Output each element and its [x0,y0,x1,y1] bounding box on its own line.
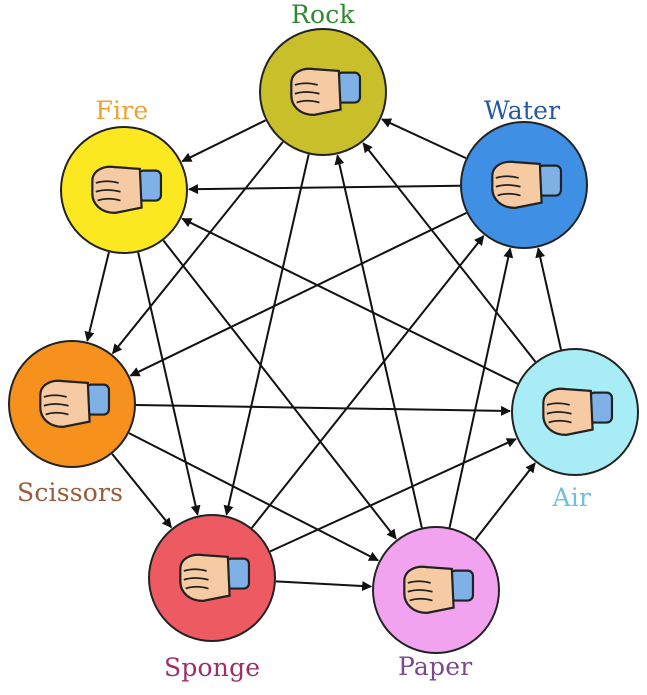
arrow-paper-to-air [474,462,536,541]
arrow-rock-to-fire [181,119,267,163]
node-air [511,348,639,476]
node-paper [372,526,500,654]
arrow-paper-to-rock [334,154,423,528]
arrow-air-to-water [535,247,562,350]
node-label-paper: Paper [398,651,473,681]
node-fire [60,126,188,254]
arrow-sponge-to-paper [275,580,373,592]
node-label-rock: Rock [291,0,355,29]
arrow-fire-to-scissors [84,251,110,342]
edges-layer [84,118,562,592]
node-sponge [148,514,276,642]
node-rock [259,28,387,156]
arrow-fire-to-sponge [137,252,201,516]
arrow-air-to-fire [181,217,519,385]
arrow-air-to-rock [362,142,537,363]
arrow-rock-to-scissors [111,141,284,355]
arrow-scissors-to-sponge [111,453,173,529]
arrow-fire-to-paper [162,239,397,540]
arrow-sponge-to-air [269,438,517,553]
node-label-sponge: Sponge [164,652,261,682]
node-water [460,121,588,249]
arrow-water-to-fire [188,184,461,195]
nodes-layer [8,28,639,654]
arrow-scissors-to-paper [128,432,379,562]
node-label-water: Water [484,95,561,125]
node-scissors [8,340,136,468]
node-label-fire: Fire [95,95,149,125]
arrow-rock-to-sponge [223,154,310,516]
arrow-water-to-scissors [129,212,467,377]
node-label-air: Air [552,482,592,512]
arrow-scissors-to-air [135,404,511,416]
arrow-water-to-rock [381,118,467,160]
node-label-scissors: Scissors [17,477,124,507]
arrow-sponge-to-water [251,235,485,529]
arrow-paper-to-water [448,247,514,528]
